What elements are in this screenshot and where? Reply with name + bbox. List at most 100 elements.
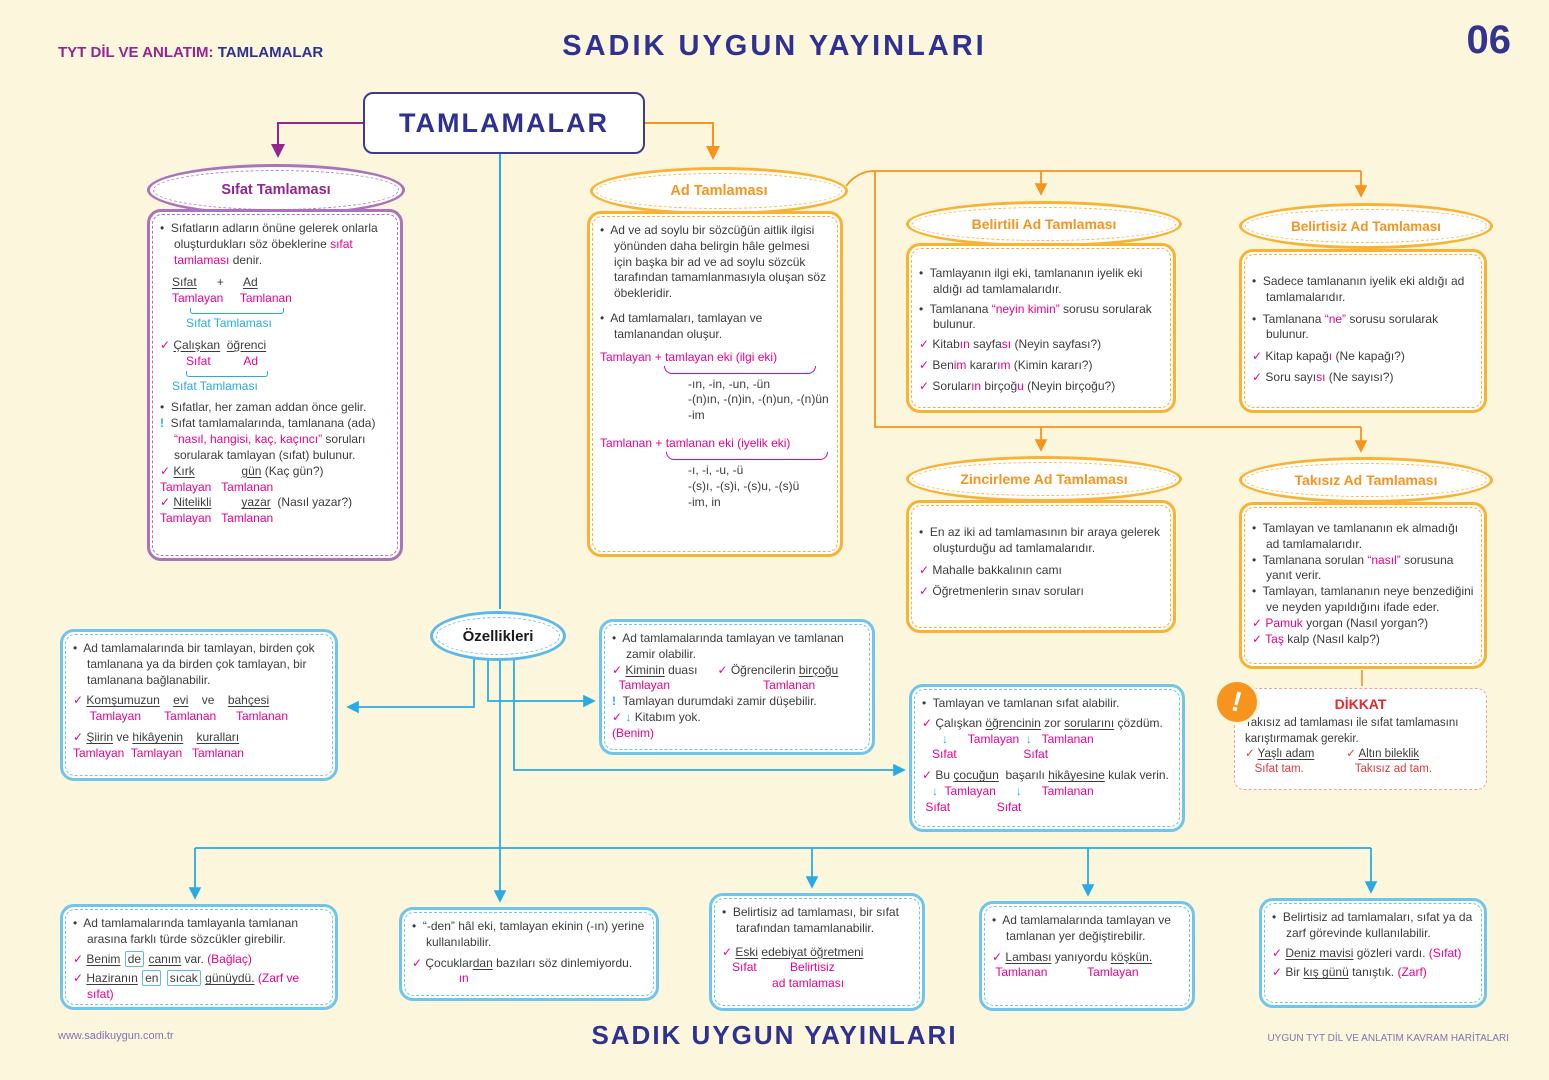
panel-farkli-turde-sozcukler: • Ad tamlamalarında tamlayanla tamlanan … (60, 904, 338, 1010)
text-segment: Belirtisiz ad tamlaması, bir sıfat taraf… (732, 905, 903, 935)
text-line: • Ad ve ad soylu bir sözcüğün aitlik ilg… (600, 223, 830, 302)
spacer (160, 268, 390, 275)
text-segment: ✓ (992, 949, 1006, 964)
text-segment: ↓ (922, 784, 945, 799)
text-segment: ✓ (73, 730, 87, 745)
text-segment: gözleri vardı. (1353, 945, 1429, 960)
text-segment: “-den” hâl eki, tamlayan ekinin (-ın) ye… (422, 919, 648, 949)
page-number: 06 (1466, 18, 1512, 62)
text-segment: Mahalle bakkalının camı (932, 562, 1062, 577)
text-line: ✓ Benim kararım (Kimin kararı?) (919, 358, 1163, 374)
text-line: ✓ Kitabın sayfası (Neyin sayfası?) (919, 337, 1163, 353)
text-segment: (Benim) (612, 725, 655, 740)
text-segment: ve (188, 693, 228, 708)
node-title: Zincirleme Ad Tamlaması (960, 471, 1128, 487)
text-segment: Ad tamlamalarında tamlayan ve tamlanan z… (622, 631, 848, 661)
node-title: Takısız Ad Tamlaması (1294, 472, 1438, 488)
text-line: ✓ Eski edebiyat öğretmeni (722, 945, 912, 961)
text-segment: Ben (932, 358, 954, 373)
text-segment: Tamlayan Tamlayan Tamlanan (73, 745, 244, 760)
text-segment: -ı, -i, -u, -ü (688, 462, 744, 477)
text-line: Sıfat + Ad (172, 275, 390, 291)
text-segment: (Neyin birçoğu?) (1023, 378, 1116, 393)
text-segment: ✓ (1245, 747, 1258, 760)
text-segment: Lambası (1005, 949, 1052, 964)
text-line: -im (688, 408, 830, 424)
text-segment: En az iki ad tamlamasının bir araya gele… (929, 525, 1164, 555)
text-segment: Taş (1265, 631, 1284, 646)
text-segment: Ad (243, 275, 258, 290)
text-segment: Ad (243, 353, 259, 368)
panel-content: • Ad tamlamalarında tamlayan ve tamlanan… (992, 913, 1182, 981)
text-line: • Ad tamlamalarında tamlayan ve tamlanan… (612, 631, 862, 663)
panel-content: • Tamlayan ve tamlananın ek almadığı ad … (1252, 521, 1474, 648)
text-segment: karar (966, 358, 998, 373)
text-segment: Sıfatların adların önüne gelerek onlarla… (170, 221, 382, 251)
text-segment (211, 354, 244, 368)
text-line: -ın, -in, -un, -ün (688, 377, 830, 393)
text-segment: dan (472, 955, 493, 970)
text-line: • Ad tamlamalarında tamlayanla tamlanan … (73, 916, 325, 948)
text-segment: çocuğun (953, 768, 999, 783)
text-line: ✓ Yaşlı adam ✓ Altın bileklik (1245, 747, 1476, 762)
text-line: • Tamlayan ve tamlanan sıfat alabilir. (922, 696, 1172, 712)
text-line: ✓ ↓ Kitabım yok. (612, 710, 862, 726)
text-segment: ✓ (717, 662, 731, 677)
text-line: • Tamlanana “ne” sorusu sorularak bulunu… (1252, 312, 1474, 344)
text-segment: • (73, 916, 84, 930)
panel-zincirleme: • En az iki ad tamlamasının bir araya ge… (906, 500, 1176, 633)
text-segment: ın (959, 337, 970, 352)
text-line: ✓ Soruların birçoğu (Neyin birçoğu?) (919, 379, 1163, 395)
text-segment: duası (664, 662, 718, 677)
text-line: • Belirtisiz ad tamlamaları, sıfat ya da… (1272, 910, 1474, 942)
panel-content: Takısız ad tamlaması ile sıfat tamlaması… (1245, 716, 1476, 777)
text-line: Tamlayan Tamlanan Tamlanan (73, 709, 325, 725)
text-line: -(s)ı, -(s)i, -(s)u, -(s)ü (688, 479, 830, 495)
text-segment: ✓ (919, 358, 933, 373)
text-segment: Tamlayan Tamlanan (160, 479, 274, 494)
text-segment: Tamlayan durumdaki zamir düşebilir. (622, 694, 817, 709)
text-segment: Deniz mavisi (1285, 945, 1354, 960)
text-segment: Haziranın (86, 971, 138, 986)
text-line: ✓ Lambası yanıyordu köşkün. (992, 950, 1182, 966)
text-segment: • (919, 525, 930, 539)
course-label: TYT DİL VE ANLATIM: (58, 44, 218, 61)
text-segment: ın (971, 378, 982, 393)
panel-ozellik-bag: • Ad tamlamalarında bir tamlayan, birden… (60, 629, 338, 781)
text-segment: (Kaç gün?) (261, 463, 324, 478)
text-line: • Tamlayan, tamlananın neye benzediğini … (1252, 584, 1474, 616)
text-line: Sıfat Tamlaması (186, 316, 390, 332)
text-segment: ✓ (1252, 349, 1266, 364)
text-segment: kış günü (1303, 965, 1349, 980)
text-segment: ↓ (995, 784, 1022, 799)
text-segment: Ad tamlamalarında bir tamlayan, birden ç… (83, 641, 319, 687)
text-segment: ✓ (1272, 945, 1286, 960)
text-segment: ✓ (1252, 370, 1266, 385)
brace-underline (664, 365, 816, 374)
panel-belirtili: • Tamlayanın ilgi eki, tamlananın iyelik… (906, 243, 1176, 413)
text-segment: sı (1001, 337, 1012, 352)
text-line: • Sadece tamlananın iyelik eki aldığı ad… (1252, 274, 1474, 306)
text-segment: birçoğu (798, 662, 839, 677)
text-segment: Kırk (173, 463, 195, 478)
text-segment: Belirtisiz ad tamlamaları, sıfat ya da z… (1282, 910, 1476, 940)
dikkat-title: DİKKAT (1334, 696, 1387, 712)
text-segment: başarılı (998, 768, 1049, 783)
text-segment: hikâyenin (132, 730, 184, 745)
text-segment: ✓ (160, 463, 174, 478)
text-line: -(n)ın, -(n)in, -(n)un, -(n)ün (688, 392, 830, 408)
text-segment: -ın, -in, -un, -ün (688, 376, 771, 391)
text-segment: Tamlanan (1021, 784, 1094, 799)
text-segment: Çalışkan (935, 715, 986, 730)
panel-den-hal-eki: • “-den” hâl eki, tamlayan ekinin (-ın) … (399, 907, 659, 1001)
node-ozellikleri: Özellikleri (430, 611, 566, 661)
text-segment: Komşumuzun (86, 693, 160, 708)
spacer (600, 343, 830, 350)
text-segment: • (160, 221, 171, 235)
text-segment: hikâyesine (1048, 768, 1105, 783)
text-segment: Tamlayan (944, 784, 996, 799)
text-segment: Tamlayan Tamlanan (612, 678, 816, 693)
text-line: • En az iki ad tamlamasının bir araya ge… (919, 525, 1163, 557)
text-segment: ım (997, 358, 1011, 373)
text-line: -ı, -i, -u, -ü (688, 463, 830, 479)
